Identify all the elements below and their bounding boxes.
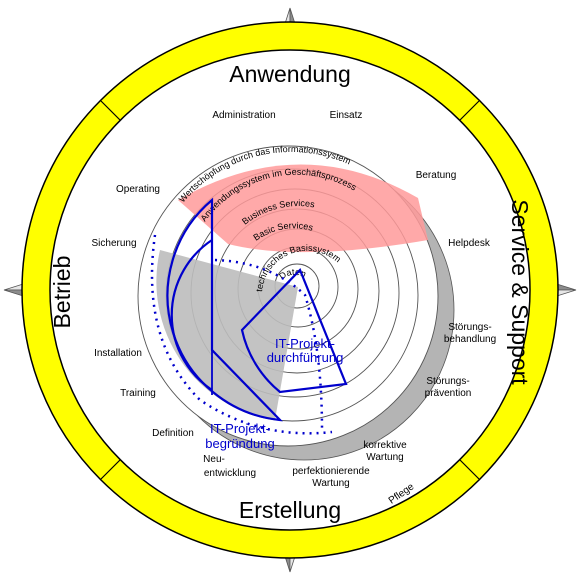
label-perfektionierende-line2: Wartung	[312, 478, 349, 489]
label-training: Training	[120, 388, 156, 399]
project-label-durchfuehrung-line1: IT-Projekt-	[275, 336, 335, 351]
begruendung-inner-arc	[170, 239, 213, 391]
ring-label-anwendung: Anwendung	[229, 61, 351, 87]
label-helpdesk: Helpdesk	[448, 238, 491, 249]
label-administration: Administration	[212, 110, 275, 121]
begruendung-dotted-outline	[150, 234, 333, 435]
ring-label-erstellung: Erstellung	[239, 497, 341, 523]
label-einsatz: Einsatz	[330, 110, 363, 121]
it-project-begruendung	[150, 197, 333, 435]
label-operating: Operating	[116, 184, 160, 195]
durchfuehrung-dotted-outline	[214, 258, 324, 431]
label-neuentwicklung-line1: Neu-	[203, 454, 225, 465]
label-neuentwicklung-line2: entwicklung	[204, 468, 256, 479]
durchfuehrung-outline	[240, 268, 348, 394]
project-label-durchfuehrung-line2: durchführung	[267, 350, 344, 365]
label-definition: Definition	[152, 428, 194, 439]
red-value-band	[178, 164, 428, 253]
label-stoerungsbehandlung-line2: behandlung	[444, 334, 496, 345]
label-korrektive-line1: korrektive	[363, 440, 407, 451]
ring-dividers	[100, 100, 480, 480]
project-label-begruendung-line2: begründung	[205, 436, 274, 451]
label-installation: Installation	[94, 348, 142, 359]
spiral-grey-wedge	[156, 250, 298, 420]
project-label-begruendung-line1: IT-Projekt-	[210, 421, 270, 436]
label-beratung: Beratung	[416, 170, 457, 181]
label-stoerungsbehandlung-line1: Störungs-	[448, 322, 491, 333]
label-perfektionierende-line1: perfektionierende	[292, 466, 370, 477]
ring-label-service-support: Service & Support	[507, 199, 533, 385]
ring-label-betrieb: Betrieb	[49, 256, 75, 329]
label-stoerungspraevention-line2: prävention	[425, 388, 472, 399]
it-project-durchfuehrung	[214, 258, 348, 431]
label-korrektive-line2: Wartung	[366, 452, 403, 463]
label-stoerungspraevention-line1: Störungs-	[426, 376, 469, 387]
label-sicherung: Sicherung	[91, 238, 136, 249]
